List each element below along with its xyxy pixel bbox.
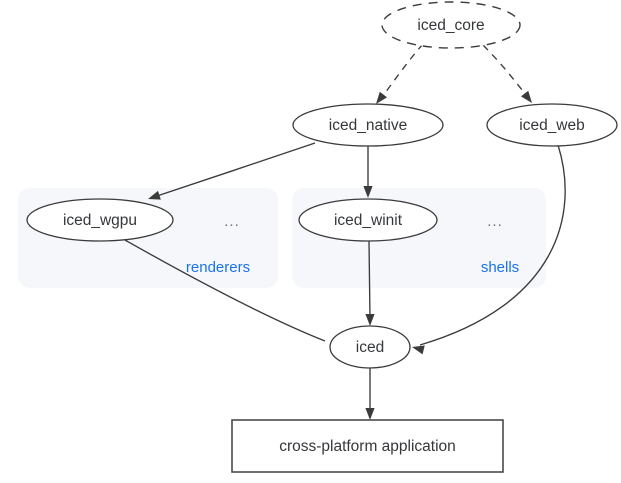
node-iced_winit[interactable]: iced_winit <box>298 198 438 242</box>
node-app[interactable]: cross-platform application <box>231 419 504 473</box>
node-label-iced_core: iced_core <box>417 17 484 34</box>
edge-line-winit-to-iced <box>368 240 371 321</box>
node-label-iced_winit: iced_winit <box>334 212 403 229</box>
node-shape-app[interactable] <box>231 419 504 473</box>
edge-layer <box>124 43 566 420</box>
arrowhead-icon-core-to-native <box>376 91 388 104</box>
node-shape-iced[interactable] <box>329 325 411 369</box>
ellipsis-renderers-more: ... <box>224 213 240 230</box>
node-label-iced_native: iced_native <box>329 117 407 134</box>
edge-native-to-wgpu <box>148 142 316 200</box>
edge-iced-to-app <box>365 368 375 420</box>
edge-line-wgpu-to-iced <box>124 239 326 342</box>
node-shape-iced_core[interactable] <box>381 1 521 49</box>
arrowhead-icon-winit-to-iced <box>365 314 375 326</box>
node-shape-iced_native[interactable] <box>292 103 444 147</box>
placeholder-layer: ...... <box>224 213 503 230</box>
node-iced[interactable]: iced <box>329 325 411 369</box>
node-shape-iced_wgpu[interactable] <box>26 198 174 242</box>
node-shape-iced_winit[interactable] <box>298 198 438 242</box>
edge-line-web-to-iced <box>419 144 566 346</box>
cluster-label-renderers: renderers <box>186 259 250 276</box>
arrowhead-icon-core-to-web <box>520 90 532 103</box>
edge-line-core-to-web <box>482 44 530 100</box>
node-shape-iced_web[interactable] <box>486 103 618 147</box>
node-label-iced_web: iced_web <box>519 117 585 134</box>
cluster-label-shells: shells <box>481 259 519 276</box>
arrowhead-icon-iced-to-app <box>365 408 375 420</box>
edge-core-to-web <box>482 44 532 103</box>
node-iced_web[interactable]: iced_web <box>486 103 618 147</box>
node-iced_core[interactable]: iced_core <box>381 1 521 49</box>
node-label-iced: iced <box>356 339 384 356</box>
edge-line-core-to-native <box>378 43 424 102</box>
edge-native-to-winit <box>363 146 373 198</box>
ellipsis-shells-more: ... <box>487 213 503 230</box>
edge-line-native-to-wgpu <box>153 142 316 198</box>
node-iced_native[interactable]: iced_native <box>292 103 444 147</box>
node-label-iced_wgpu: iced_wgpu <box>63 212 137 229</box>
edge-winit-to-iced <box>365 240 375 326</box>
arrowhead-icon-native-to-wgpu <box>148 190 161 200</box>
node-iced_wgpu[interactable]: iced_wgpu <box>26 198 174 242</box>
arrowhead-icon-native-to-winit <box>363 186 373 198</box>
edge-web-to-iced <box>412 144 566 355</box>
node-label-app: cross-platform application <box>279 438 456 455</box>
edge-core-to-native <box>376 43 424 104</box>
arrowhead-icon-web-to-iced <box>412 345 425 355</box>
